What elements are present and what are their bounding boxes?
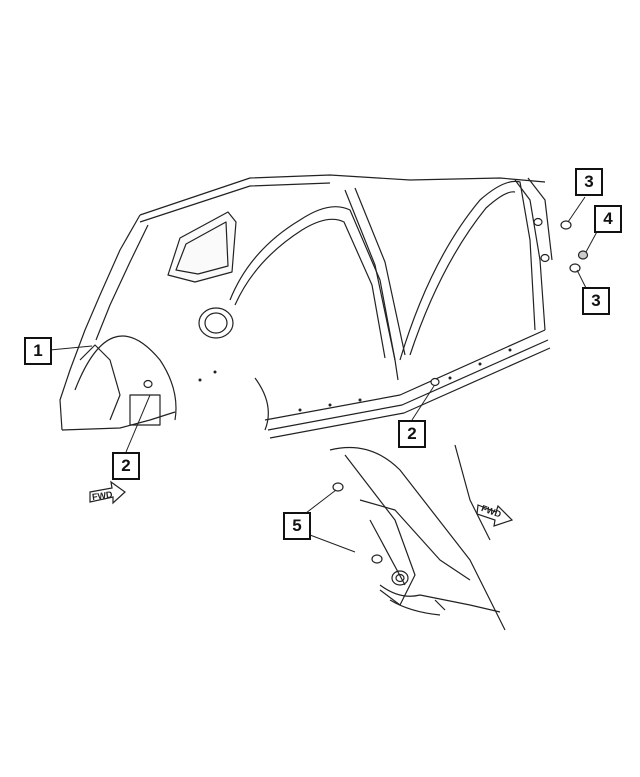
callout-4-label: 4	[603, 209, 613, 228]
leader-lines	[49, 196, 600, 553]
body-side-panel	[59, 174, 553, 439]
plug-rocker	[143, 377, 440, 389]
plugs-a-pillar	[533, 217, 589, 273]
callout-2-sill[interactable]: 2	[398, 420, 426, 448]
fwd-arrow-left: FWD	[89, 480, 126, 505]
fwd-left-label: FWD	[91, 489, 113, 502]
callout-2-rear-label: 2	[121, 456, 131, 475]
callout-5[interactable]: 5	[283, 512, 311, 540]
fwd-arrow-right: FWD	[476, 503, 514, 527]
callout-5-label: 5	[292, 516, 302, 535]
callout-3-top[interactable]: 3	[575, 168, 603, 196]
detail-view-panel	[329, 444, 506, 631]
callout-1-label: 1	[33, 341, 43, 360]
callout-1[interactable]: 1	[24, 337, 52, 365]
callout-4[interactable]: 4	[594, 205, 622, 233]
callout-3-top-label: 3	[584, 172, 594, 191]
callout-2-sill-label: 2	[407, 424, 417, 443]
callout-2-rear[interactable]: 2	[112, 452, 140, 480]
panel-holes	[198, 348, 512, 412]
callout-3-bottom-label: 3	[591, 291, 601, 310]
callout-3-bottom[interactable]: 3	[582, 287, 610, 315]
detail-plugs	[332, 482, 383, 564]
